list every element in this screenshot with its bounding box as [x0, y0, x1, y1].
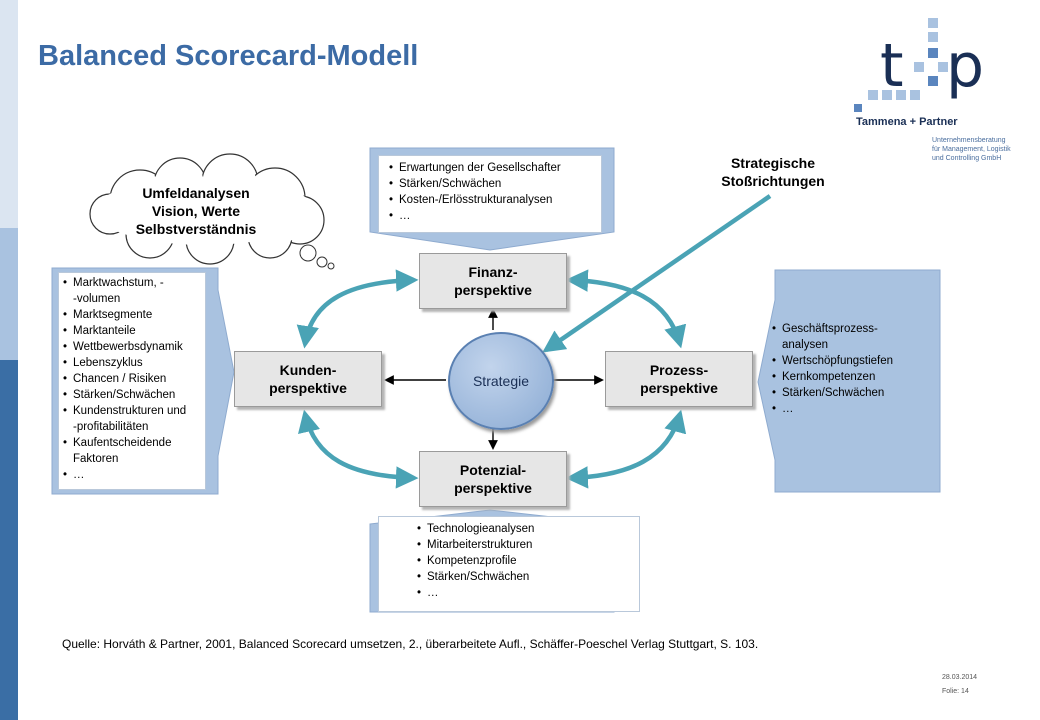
finance-perspective-box: Finanz- perspektive — [419, 253, 567, 309]
company-name: Tammena + Partner — [856, 116, 958, 128]
curve-arrow-process-potential — [565, 409, 687, 489]
cloud-bubble-small — [327, 262, 335, 270]
customer-perspective-box: Kunden- perspektive — [234, 351, 382, 407]
slide-title: Balanced Scorecard-Modell — [38, 40, 419, 72]
right-panel-item: Stärken/Schwächen — [770, 385, 926, 401]
color-bar-light — [0, 0, 18, 228]
source-citation: Quelle: Horváth & Partner, 2001, Balance… — [62, 637, 759, 651]
footer-date: 28.03.2014 — [942, 674, 978, 681]
curve-arrow-customer-potential — [298, 409, 419, 489]
bottom-panel-item: Technologieanalysen — [415, 521, 639, 537]
strategic-direction-arrow — [542, 194, 772, 353]
left-panel-item: Kundenstrukturen und -profitabilitäten — [61, 403, 205, 435]
curve-arrow-finance-customer — [296, 269, 419, 349]
top-panel-item: Kosten-/Erlösstrukturanalysen — [387, 192, 601, 208]
tp-logo: t p — [854, 18, 984, 112]
left-panel-item: Marktanteile — [61, 323, 205, 339]
right-panel-item: Kernkompetenzen — [770, 369, 926, 385]
bottom-panel-item: Stärken/Schwächen — [415, 569, 639, 585]
left-analysis-panel: Marktwachstum, - -volumenMarktsegmenteMa… — [58, 272, 206, 490]
right-panel-item: … — [770, 401, 926, 417]
cloud-text: Umfeldanalysen Vision, Werte Selbstverst… — [135, 185, 257, 237]
svg-text:p: p — [946, 31, 984, 101]
top-analysis-panel: Erwartungen der GesellschafterStärken/Sc… — [378, 155, 602, 233]
bottom-panel-item: Kompetenzprofile — [415, 553, 639, 569]
left-panel-item: Stärken/Schwächen — [61, 387, 205, 403]
curve-arrow-finance-process — [565, 269, 687, 349]
color-bar-dark — [0, 360, 18, 720]
left-panel-item: Lebenszyklus — [61, 355, 205, 371]
svg-text:t: t — [880, 31, 904, 101]
color-bar-medium — [0, 228, 18, 360]
footer-slide-number: Folie: 14 — [942, 688, 969, 695]
left-panel-item: Chancen / Risiken — [61, 371, 205, 387]
right-panel-item: Wertschöpfungstiefen — [770, 353, 926, 369]
process-perspective-box: Prozess- perspektive — [605, 351, 753, 407]
strategy-circle: Strategie — [448, 332, 554, 430]
company-subtitle: Unternehmensberatung für Management, Log… — [932, 137, 1011, 162]
left-panel-item: Kaufentscheidende Faktoren — [61, 435, 205, 467]
potential-perspective-box: Potenzial- perspektive — [419, 451, 567, 507]
right-panel-item: Geschäftsprozess- analysen — [770, 321, 926, 353]
cloud-bubble-medium — [316, 256, 328, 268]
left-panel-item: Marktwachstum, - -volumen — [61, 275, 205, 307]
top-panel-item: … — [387, 208, 601, 224]
top-panel-item: Stärken/Schwächen — [387, 176, 601, 192]
left-panel-item: … — [61, 467, 205, 483]
strategic-directions-label: Strategische Stoßrichtungen — [721, 155, 825, 189]
right-analysis-panel: Geschäftsprozess- analysenWertschöpfungs… — [770, 275, 926, 533]
cloud-bubble-large — [299, 244, 317, 262]
left-color-bar — [0, 0, 18, 720]
top-panel-item: Erwartungen der Gesellschafter — [387, 160, 601, 176]
left-panel-item: Wettbewerbsdynamik — [61, 339, 205, 355]
bottom-panel-item: Mitarbeiterstrukturen — [415, 537, 639, 553]
bottom-analysis-panel: TechnologieanalysenMitarbeiterstrukturen… — [378, 516, 640, 612]
left-panel-item: Marktsegmente — [61, 307, 205, 323]
bottom-panel-item: … — [415, 585, 639, 601]
